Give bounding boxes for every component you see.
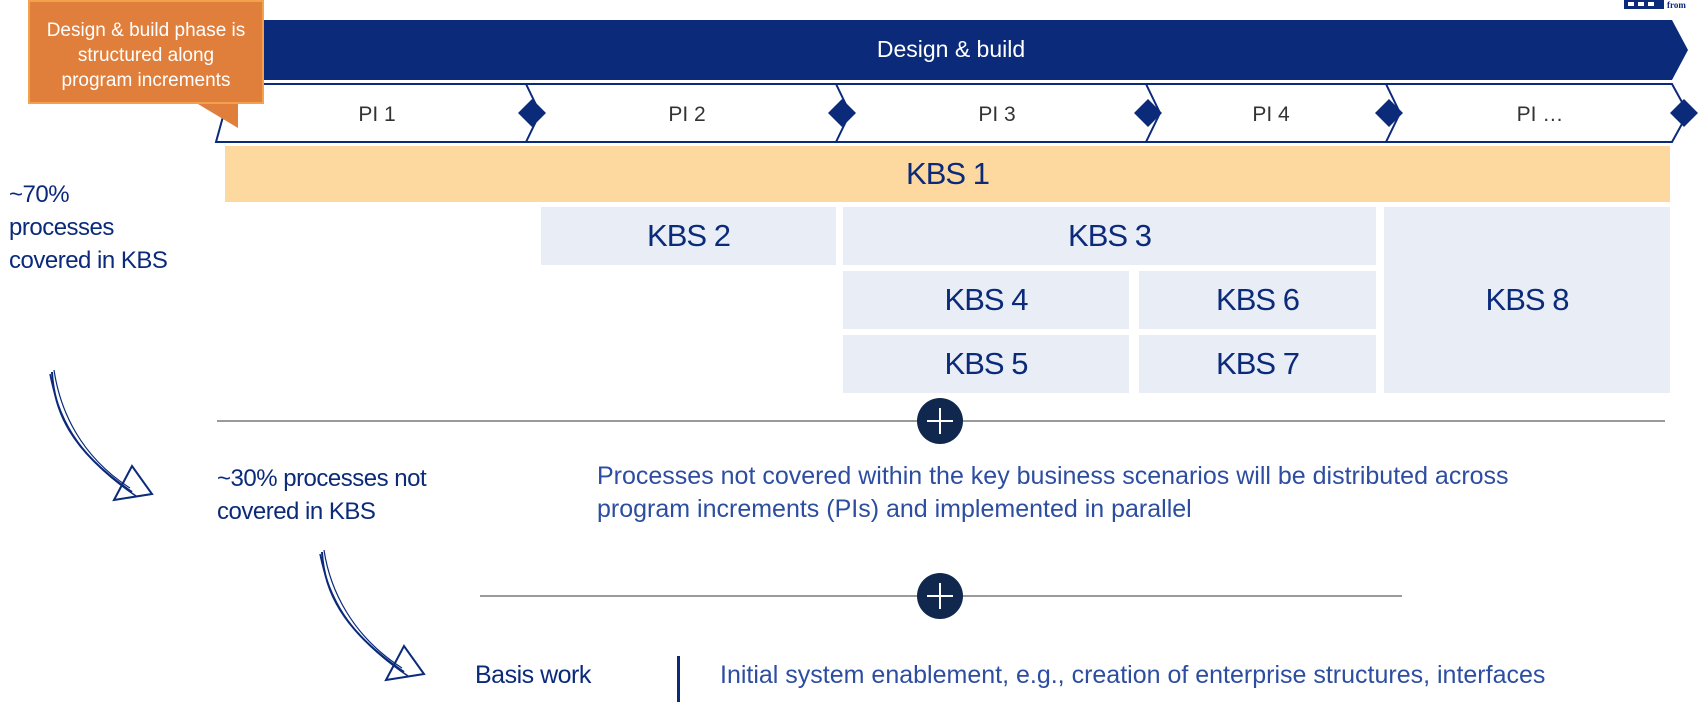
kbs-6-block: KBS 6: [1139, 271, 1376, 329]
kbs-7-block: KBS 7: [1139, 335, 1376, 393]
pi-label: PI 1: [358, 103, 396, 126]
curved-arrow-icon: [319, 550, 426, 682]
milestone-diamond-icon: [828, 99, 856, 127]
pi-label: PI …: [1516, 103, 1564, 126]
callout-line: Design & build phase is: [46, 20, 246, 41]
milestone-diamond-icon: [1670, 99, 1698, 127]
pi-chevron-band: [214, 83, 1690, 143]
callout-line: structured along: [77, 45, 215, 66]
design-build-banner: [232, 20, 1688, 80]
not-covered-note-line: covered in KBS: [217, 498, 376, 525]
basis-work-label: Basis work: [475, 661, 591, 689]
curved-arrow-icon: [49, 370, 154, 502]
milestone-diamond-icon: [518, 99, 546, 127]
not-covered-note-line: ~30% processes not: [217, 465, 427, 492]
plus-icon: [917, 398, 963, 444]
kbs-1-block: KBS 1: [225, 146, 1670, 202]
callout-line: program increments: [61, 70, 231, 91]
kbs-8-block: KBS 8: [1384, 207, 1670, 393]
plus-icon: [917, 573, 963, 619]
covered-note-line: processes: [9, 214, 114, 241]
kbs-4-block: KBS 4: [843, 271, 1129, 329]
pi-label: PI 2: [668, 103, 706, 126]
callout-box: Design & build phase is structured along…: [28, 0, 264, 104]
logo-icon: from: [1624, 0, 1686, 10]
milestone-diamond-icon: [1375, 99, 1403, 127]
kbs-3-block: KBS 3: [843, 207, 1376, 265]
phase-timeline: from: [214, 0, 1698, 143]
pi-label: PI 3: [978, 103, 1016, 126]
not-covered-description: Processes not covered within the key bus…: [597, 460, 1657, 526]
pi-label: PI 4: [1252, 103, 1290, 126]
basis-separator: [677, 656, 680, 702]
covered-note-line: ~70%: [9, 181, 70, 208]
description-line: Processes not covered within the key bus…: [597, 462, 1509, 490]
basis-work-description: Initial system enablement, e.g., creatio…: [720, 661, 1546, 689]
covered-note-line: covered in KBS: [9, 247, 168, 274]
kbs-2-block: KBS 2: [541, 207, 836, 265]
covered-note: ~70% processes covered in KBS: [9, 178, 168, 277]
banner-title: Design & build: [876, 36, 1026, 62]
not-covered-note: ~30% processes not covered in KBS: [217, 462, 427, 528]
svg-text:from: from: [1667, 0, 1686, 10]
milestone-diamond-icon: [1134, 99, 1162, 127]
callout-tail: [198, 104, 238, 128]
kbs-5-block: KBS 5: [843, 335, 1129, 393]
description-line: program increments (PIs) and implemented…: [597, 495, 1192, 523]
